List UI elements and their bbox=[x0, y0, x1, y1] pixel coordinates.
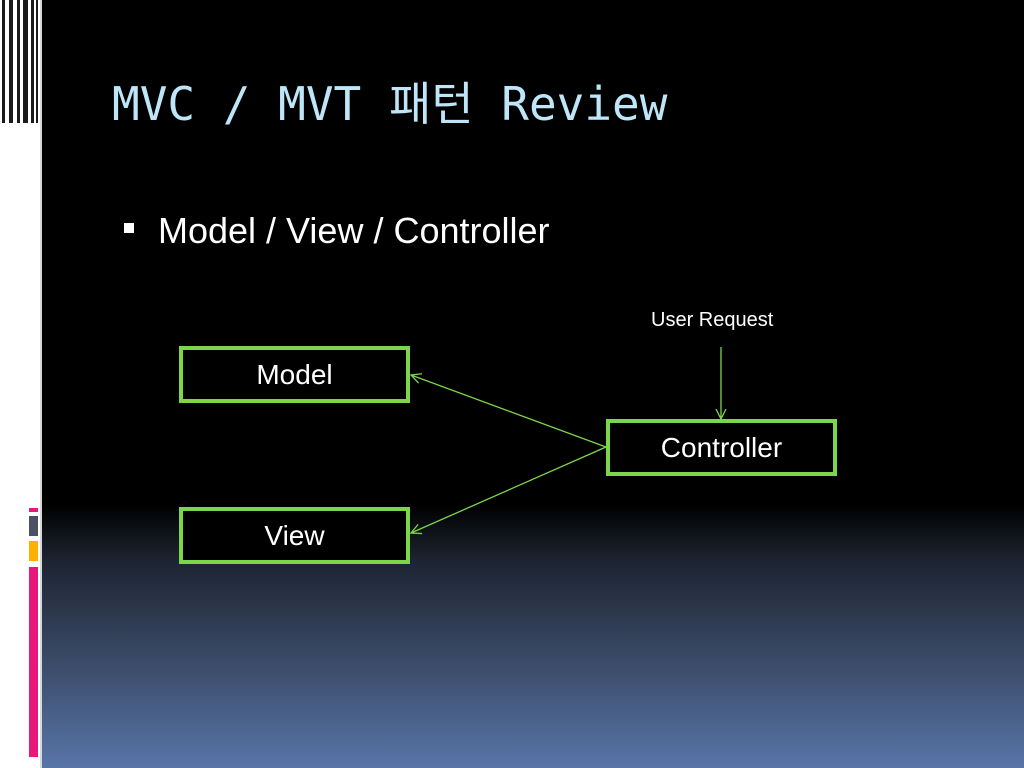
view-box: View bbox=[179, 507, 410, 564]
accent-bar-gray bbox=[29, 516, 38, 536]
controller-label: Controller bbox=[660, 431, 783, 463]
ribbon-decoration bbox=[0, 0, 40, 140]
ribbon-bar bbox=[36, 0, 38, 123]
ribbon-bar bbox=[9, 0, 13, 123]
view-label: View bbox=[264, 519, 325, 551]
ribbon-bar bbox=[31, 0, 34, 123]
ribbon-bar bbox=[17, 0, 20, 123]
arrow-controller-to-view bbox=[411, 446, 607, 533]
model-box: Model bbox=[179, 346, 410, 403]
ribbon-bar bbox=[2, 0, 5, 123]
left-margin-strip bbox=[0, 0, 40, 768]
accent-bar-pink-small bbox=[29, 508, 38, 512]
bullet-text: Model / View / Controller bbox=[158, 210, 550, 251]
square-bullet-icon bbox=[124, 223, 134, 233]
accent-bar-gold bbox=[29, 541, 38, 561]
slide-title: MVC / MVT 패턴 Review bbox=[112, 77, 668, 131]
left-divider bbox=[40, 0, 42, 768]
arrow-controller-to-model bbox=[411, 375, 607, 448]
user-request-label: User Request bbox=[651, 309, 774, 331]
accent-bar-pink bbox=[29, 567, 38, 757]
controller-box: Controller bbox=[606, 419, 837, 476]
ribbon-bar bbox=[23, 0, 28, 123]
model-label: Model bbox=[256, 358, 333, 390]
bullet-item: Model / View / Controller bbox=[124, 210, 550, 252]
